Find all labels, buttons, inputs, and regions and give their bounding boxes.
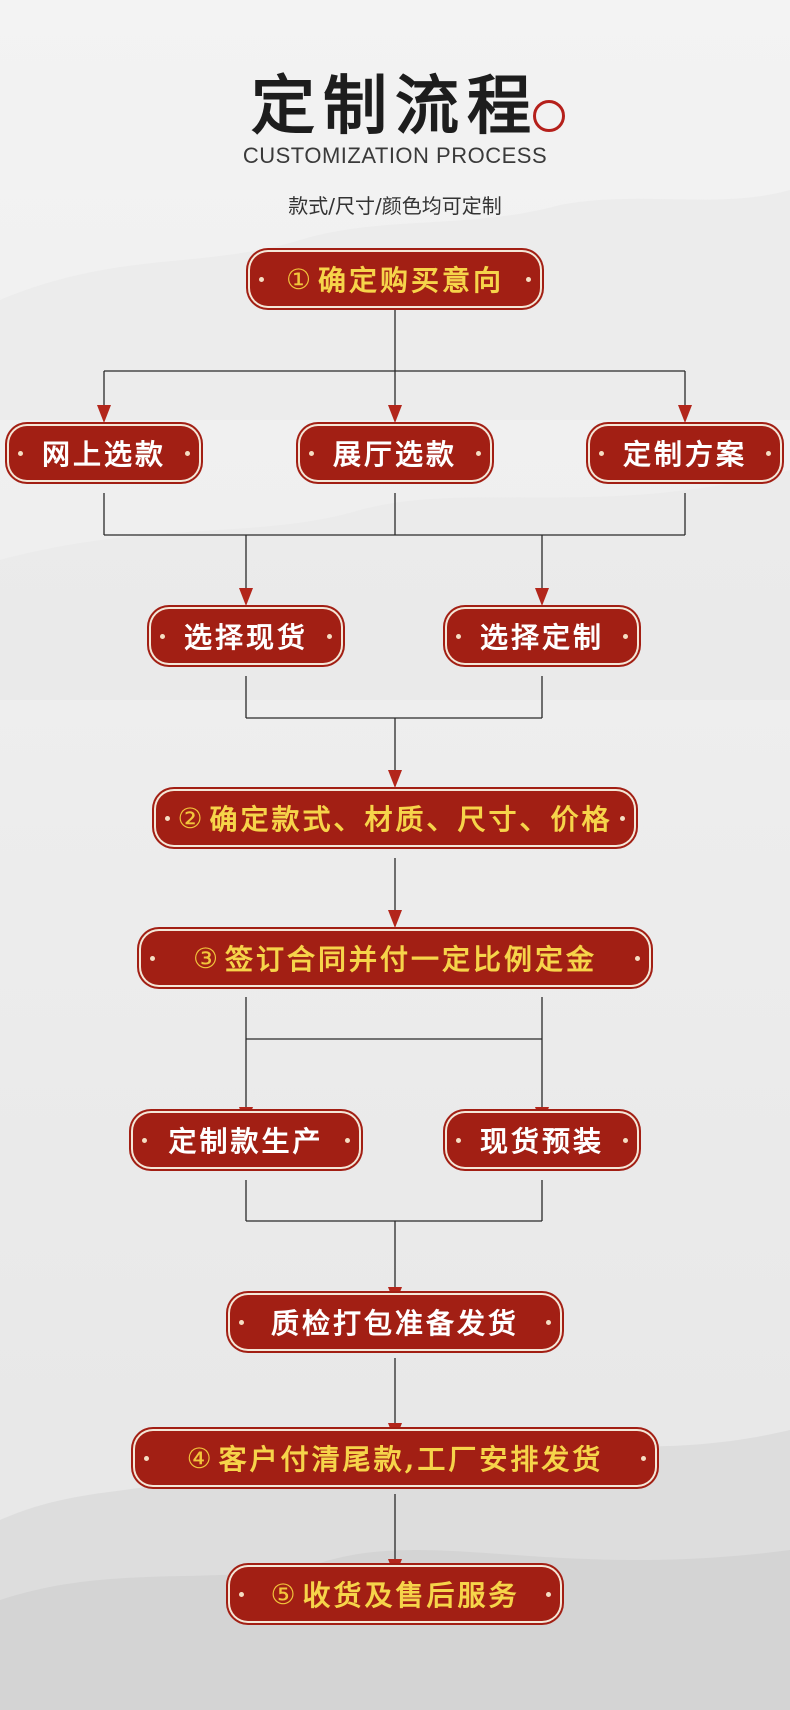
dot-icon: [641, 1455, 646, 1461]
seal-circle-icon: [533, 100, 565, 132]
dot-icon: [142, 1137, 147, 1143]
dot-icon: [309, 450, 314, 456]
step-label: 收货及售后服务: [302, 1579, 520, 1612]
dot-icon: [546, 1591, 551, 1597]
dot-icon: [620, 815, 625, 821]
step-showroom-selection: 展厅选款: [300, 426, 490, 480]
arrow-down-icon: [97, 405, 111, 423]
page-subtitle: CUSTOMIZATION PROCESS: [242, 143, 548, 168]
step-label: 定制款生产: [168, 1125, 324, 1158]
page-tagline: 款式/尺寸/颜色均可定制: [288, 194, 502, 218]
dot-icon: [526, 276, 531, 282]
dot-icon: [165, 815, 170, 821]
step-number: ③: [192, 941, 222, 975]
arrow-down-icon: [535, 588, 549, 606]
arrow-down-icon: [388, 770, 402, 788]
arrow-down-icon: [239, 588, 253, 606]
step-custom-plan: 定制方案: [590, 426, 780, 480]
dot-icon: [599, 450, 604, 456]
step-label: 客户付清尾款,工厂安排发货: [218, 1443, 604, 1476]
dot-icon: [766, 450, 771, 456]
step-label: 定制方案: [622, 438, 747, 471]
dot-icon: [327, 633, 332, 639]
step-number: ②: [177, 801, 206, 835]
dot-icon: [239, 1591, 244, 1597]
step-receive-and-service: ⑤ 收货及售后服务: [230, 1567, 560, 1621]
step-final-payment: ④ 客户付清尾款,工厂安排发货: [135, 1431, 655, 1485]
step-label: 确定款式、材质、尺寸、价格: [209, 803, 613, 836]
dot-icon: [185, 450, 190, 456]
step-stock-preassembly: 现货预装: [447, 1113, 637, 1167]
dot-icon: [150, 955, 155, 961]
step-label: 选择现货: [183, 621, 308, 654]
arrow-down-icon: [388, 910, 402, 928]
step-label: 签订合同并付一定比例定金: [225, 943, 598, 976]
step-label: 确定购买意向: [318, 264, 505, 297]
arrow-down-icon: [388, 405, 402, 423]
step-confirm-specs: ② 确定款式、材质、尺寸、价格: [156, 791, 634, 845]
dot-icon: [456, 1137, 461, 1143]
step-sign-contract: ③ 签订合同并付一定比例定金: [141, 931, 649, 985]
step-number: ⑤: [270, 1577, 299, 1611]
dot-icon: [345, 1137, 350, 1143]
dot-icon: [259, 276, 264, 282]
dot-icon: [456, 633, 461, 639]
step-quality-check: 质检打包准备发货: [230, 1295, 560, 1349]
dot-icon: [476, 450, 481, 456]
step-number: ①: [285, 262, 315, 296]
step-label: 网上选款: [41, 438, 166, 471]
arrow-down-icon: [678, 405, 692, 423]
step-label: 展厅选款: [332, 438, 457, 471]
step-choose-stock: 选择现货: [151, 609, 341, 663]
step-label: 质检打包准备发货: [270, 1307, 519, 1340]
dot-icon: [160, 633, 165, 639]
dot-icon: [144, 1455, 149, 1461]
dot-icon: [546, 1319, 551, 1325]
dot-icon: [239, 1319, 244, 1325]
step-online-selection: 网上选款: [9, 426, 199, 480]
page-title: 定制流程: [251, 69, 539, 144]
step-number: ④: [186, 1441, 215, 1475]
dot-icon: [18, 450, 23, 456]
step-label: 选择定制: [479, 621, 604, 654]
step-label: 现货预装: [479, 1125, 604, 1158]
step-choose-custom: 选择定制: [447, 609, 637, 663]
step-confirm-purchase-intent: ① 确定购买意向: [250, 252, 540, 306]
step-custom-production: 定制款生产: [133, 1113, 359, 1167]
dot-icon: [635, 955, 640, 961]
dot-icon: [623, 1137, 628, 1143]
dot-icon: [623, 633, 628, 639]
